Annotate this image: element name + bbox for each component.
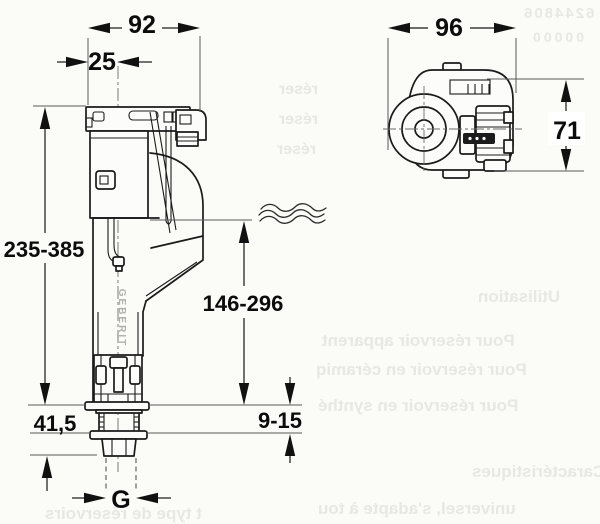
- dim-side-thread: G: [72, 486, 171, 514]
- dim-71-label: 71: [553, 117, 581, 145]
- dim-41-5-label: 41,5: [34, 411, 77, 436]
- dim-g-label: G: [111, 486, 130, 514]
- dim-side-wall-range: 9-15: [254, 377, 306, 463]
- dim-side-shank-length: 41,5: [34, 411, 77, 491]
- water-level-symbol: [258, 203, 327, 224]
- brand-label-strip: [463, 133, 495, 144]
- dim-side-total-width: 92: [88, 11, 200, 39]
- dimensions: 92 25 96: [4, 11, 585, 514]
- dim-9-15-label: 9-15: [258, 408, 302, 433]
- side-view-fill-valve: GEBERIT: [84, 66, 327, 492]
- dim-96-label: 96: [435, 14, 463, 42]
- dim-92-label: 92: [128, 11, 156, 39]
- dim-146-296-label: 146-296: [203, 291, 284, 316]
- dim-side-total-height: 235-385: [4, 107, 85, 405]
- dim-25-label: 25: [88, 48, 116, 76]
- dim-side-inlet-offset: 25: [57, 48, 152, 76]
- brand-watermark-vertical: GEBERIT: [116, 289, 127, 347]
- top-view-fill-valve: [383, 62, 522, 179]
- dim-top-width: 96: [388, 14, 516, 42]
- dim-top-depth: 71: [548, 80, 585, 171]
- dim-side-water-level: 146-296: [200, 221, 286, 405]
- dim-235-385-label: 235-385: [4, 237, 85, 262]
